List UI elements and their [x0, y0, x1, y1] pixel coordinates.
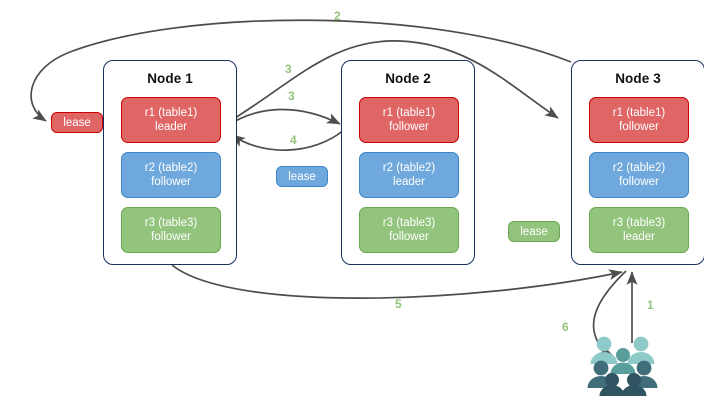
edge-label-1: 1	[647, 298, 654, 312]
replica-role: follower	[389, 121, 429, 133]
replica-name: r2 (table2)	[382, 162, 436, 174]
replica-r1[interactable]: r1 (table1) leader	[121, 97, 221, 143]
edge-label-4: 4	[290, 133, 297, 147]
node-box-1[interactable]: Node 1 r1 (table1) leader r2 (table2) fo…	[103, 60, 237, 265]
replica-name: r1 (table1)	[612, 107, 666, 119]
replica-name: r3 (table3)	[382, 217, 436, 229]
node-title: Node 2	[385, 71, 431, 86]
replica-role: follower	[619, 121, 659, 133]
replica-role: leader	[393, 176, 425, 188]
node-title: Node 3	[615, 71, 661, 86]
replica-name: r2 (table2)	[612, 162, 666, 174]
edge-label-3b: 3	[288, 89, 295, 103]
replica-r3[interactable]: r3 (table3) follower	[359, 207, 459, 253]
replica-name: r2 (table2)	[144, 162, 198, 174]
replica-r1[interactable]: r1 (table1) follower	[359, 97, 459, 143]
users-icon	[587, 336, 658, 396]
replica-r2[interactable]: r2 (table2) follower	[589, 152, 689, 198]
edge-3-long	[221, 40, 559, 127]
node-title: Node 1	[147, 71, 193, 86]
edge-label-2: 2	[334, 9, 341, 23]
edge-label-5: 5	[395, 297, 402, 311]
replica-r1[interactable]: r1 (table1) follower	[589, 97, 689, 143]
replica-role: follower	[151, 176, 191, 188]
edge-3-short	[223, 108, 341, 129]
replica-name: r1 (table1)	[382, 107, 436, 119]
replica-r3[interactable]: r3 (table3) follower	[121, 207, 221, 253]
node-box-3[interactable]: Node 3 r1 (table1) follower r2 (table2) …	[571, 60, 704, 265]
replica-role: leader	[155, 121, 187, 133]
replica-role: leader	[623, 231, 655, 243]
replica-role: follower	[151, 231, 191, 243]
replica-r3[interactable]: r3 (table3) leader	[589, 207, 689, 253]
replica-name: r1 (table1)	[144, 107, 198, 119]
edge-6	[592, 270, 627, 356]
replica-role: follower	[619, 176, 659, 188]
lease-badge-node1[interactable]: lease	[51, 112, 103, 133]
edge-2	[30, 19, 572, 122]
edge-label-3a: 3	[285, 62, 292, 76]
replica-role: follower	[389, 231, 429, 243]
edge-5	[171, 264, 623, 299]
edge-label-6: 6	[562, 320, 569, 334]
edge-4	[231, 129, 345, 151]
replica-r2[interactable]: r2 (table2) leader	[359, 152, 459, 198]
lease-badge-node2[interactable]: lease	[276, 166, 328, 187]
replica-r2[interactable]: r2 (table2) follower	[121, 152, 221, 198]
replica-name: r3 (table3)	[612, 217, 666, 229]
replica-name: r3 (table3)	[144, 217, 198, 229]
node-box-2[interactable]: Node 2 r1 (table1) follower r2 (table2) …	[341, 60, 475, 265]
lease-badge-node3[interactable]: lease	[508, 221, 560, 242]
